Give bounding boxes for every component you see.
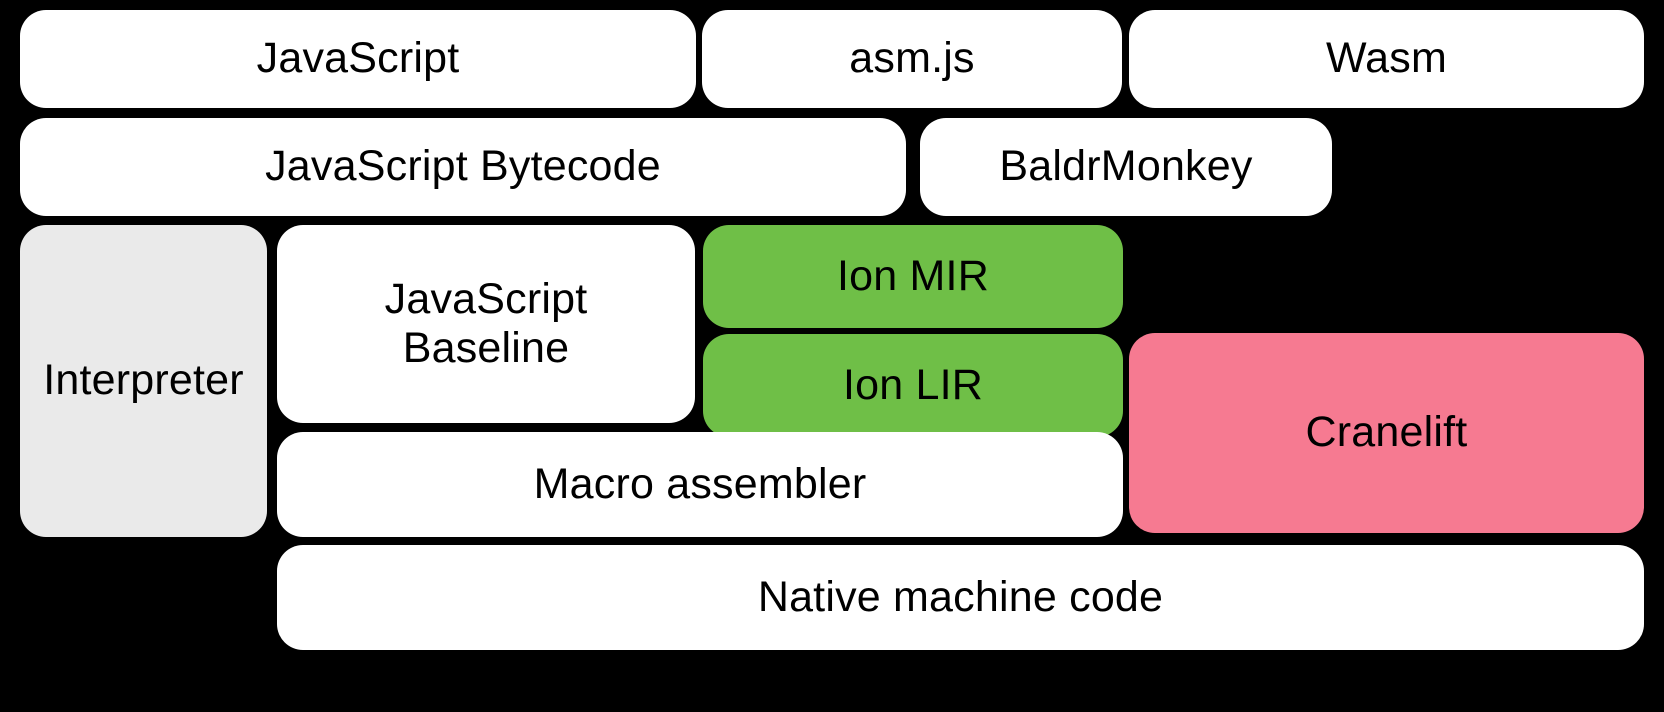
node-label-ion-mir: Ion MIR [837, 251, 989, 300]
node-cranelift: Cranelift [1129, 333, 1644, 533]
node-ion-lir: Ion LIR [703, 334, 1123, 437]
node-asm-js: asm.js [702, 10, 1122, 108]
node-ion-mir: Ion MIR [703, 225, 1123, 328]
node-interpreter: Interpreter [20, 225, 267, 537]
node-native-machine-code: Native machine code [277, 545, 1644, 650]
node-wasm: Wasm [1129, 10, 1644, 108]
node-label-javascript-bytecode: JavaScript Bytecode [265, 142, 661, 191]
node-label-javascript-baseline: JavaScript Baseline [384, 274, 588, 372]
node-label-macro-assembler: Macro assembler [533, 459, 867, 508]
node-macro-assembler: Macro assembler [277, 432, 1123, 537]
node-label-javascript: JavaScript [256, 34, 460, 83]
node-label-baldrmonkey: BaldrMonkey [999, 142, 1253, 191]
node-label-ion-lir: Ion LIR [842, 360, 984, 409]
node-label-wasm: Wasm [1325, 34, 1448, 83]
node-javascript: JavaScript [20, 10, 696, 108]
node-label-cranelift: Cranelift [1305, 408, 1468, 457]
node-label-interpreter: Interpreter [43, 356, 244, 405]
node-label-native-machine-code: Native machine code [757, 572, 1164, 621]
node-label-asm-js: asm.js [849, 34, 975, 83]
node-javascript-bytecode: JavaScript Bytecode [20, 118, 906, 216]
node-javascript-baseline: JavaScript Baseline [277, 225, 695, 423]
node-baldrmonkey: BaldrMonkey [920, 118, 1332, 216]
